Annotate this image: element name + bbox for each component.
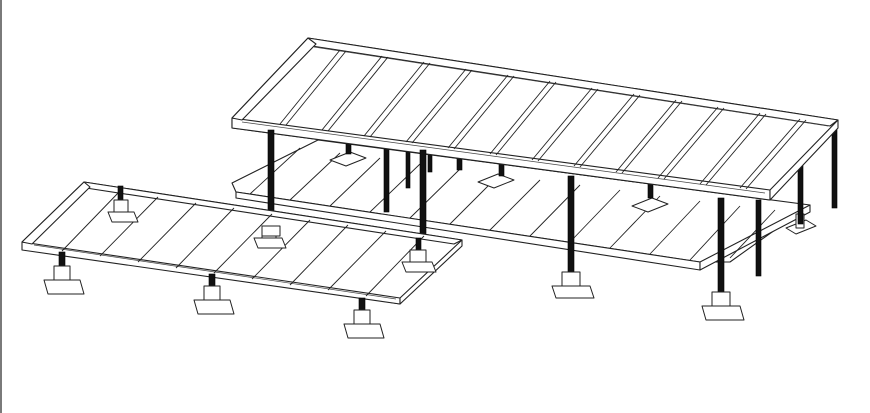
column bbox=[831, 125, 838, 209]
lower-platform-joists bbox=[61, 190, 425, 297]
upper-structure-top-frame bbox=[231, 37, 839, 201]
column bbox=[415, 237, 422, 251]
top-frame-joists bbox=[279, 49, 807, 190]
column bbox=[117, 185, 124, 201]
column-footing bbox=[701, 291, 745, 321]
upper-structure-lower-frame bbox=[231, 139, 817, 271]
upper-structure-front-columns bbox=[267, 129, 745, 321]
lower-platform bbox=[21, 181, 463, 339]
footing-pad bbox=[329, 151, 367, 167]
upper-front-left-footings bbox=[261, 225, 281, 237]
viewport-left-border bbox=[0, 0, 2, 413]
top-right-beam bbox=[769, 119, 839, 201]
lower-platform-left-beam bbox=[21, 181, 91, 245]
lower-deck-right-beam bbox=[699, 204, 811, 271]
footing-pad bbox=[477, 173, 515, 189]
column bbox=[383, 139, 390, 213]
lower-platform-front-supports bbox=[43, 251, 385, 339]
column bbox=[567, 175, 575, 281]
top-left-beam bbox=[231, 37, 317, 121]
column bbox=[717, 197, 725, 299]
column bbox=[755, 199, 762, 277]
column-footing bbox=[551, 271, 595, 299]
footing-pad bbox=[631, 197, 669, 213]
lower-platform-back-footings bbox=[107, 185, 437, 273]
